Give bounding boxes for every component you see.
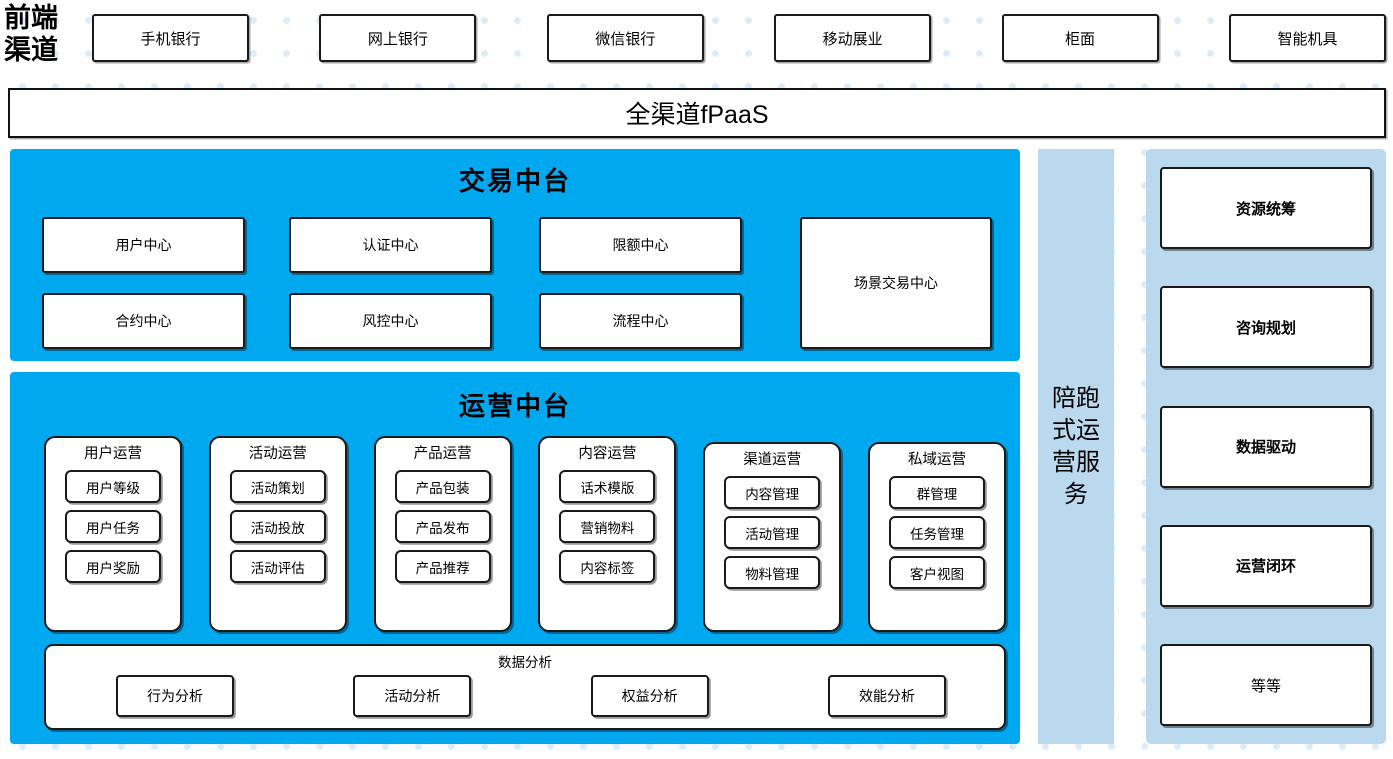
front-channel-label: 前端 渠道 xyxy=(4,2,80,66)
service-box-resource-coordination[interactable]: 资源统筹 xyxy=(1160,167,1372,249)
analysis-item-efficiency[interactable]: 效能分析 xyxy=(827,675,946,717)
ops-item-user-reward[interactable]: 用户奖励 xyxy=(65,550,161,583)
channel-box-smart-machine[interactable]: 智能机具 xyxy=(1228,14,1386,62)
ops-card-title: 用户运营 xyxy=(84,446,142,462)
data-analysis-section: 数据分析 行为分析 活动分析 权益分析 效能分析 xyxy=(44,644,1006,730)
ops-card-title: 活动运营 xyxy=(248,446,307,462)
trade-center-limit[interactable]: 限额中心 xyxy=(539,217,742,273)
front-channel-label-line2: 渠道 xyxy=(4,35,58,65)
accompany-operation-service-label: 陪跑式运营服务 xyxy=(1052,384,1100,508)
ops-item-product-recommend[interactable]: 产品推荐 xyxy=(394,550,491,583)
channel-box-wechat-bank[interactable]: 微信银行 xyxy=(546,14,704,62)
ops-card-content-operation[interactable]: 内容运营 话术模版 营销物料 内容标签 xyxy=(538,436,677,632)
service-capability-panel: 资源统筹 咨询规划 数据驱动 运营闭环 等等 xyxy=(1146,149,1386,744)
trade-center-contract[interactable]: 合约中心 xyxy=(42,293,245,349)
ops-item-activity-management[interactable]: 活动管理 xyxy=(724,516,821,549)
service-box-consulting-planning[interactable]: 咨询规划 xyxy=(1160,286,1372,369)
channel-box-mobile-bank[interactable]: 手机银行 xyxy=(92,14,249,62)
ops-platform-title: 运营中台 xyxy=(458,391,571,421)
ops-item-group-management[interactable]: 群管理 xyxy=(888,476,985,509)
analysis-item-behavior[interactable]: 行为分析 xyxy=(116,675,234,717)
ops-card-title: 渠道运营 xyxy=(743,452,802,468)
trade-center-scene-transaction[interactable]: 场景交易中心 xyxy=(800,217,992,349)
ops-item-content-tag[interactable]: 内容标签 xyxy=(559,550,656,583)
ops-card-product-operation[interactable]: 产品运营 产品包装 产品发布 产品推荐 xyxy=(373,436,512,632)
data-analysis-item-row: 行为分析 活动分析 权益分析 效能分析 xyxy=(116,675,946,717)
trade-center-user[interactable]: 用户中心 xyxy=(42,217,245,273)
trade-platform-title: 交易中台 xyxy=(458,166,571,196)
service-box-data-driven[interactable]: 数据驱动 xyxy=(1160,405,1372,488)
trade-middle-platform-panel: 交易中台 用户中心 认证中心 限额中心 合约中心 风控中心 流程中心 场景交易中… xyxy=(10,149,1020,361)
ops-item-product-packaging[interactable]: 产品包装 xyxy=(394,470,491,503)
ops-item-activity-evaluation[interactable]: 活动评估 xyxy=(229,550,326,583)
ops-item-content-management[interactable]: 内容管理 xyxy=(724,476,821,509)
ops-card-user-operation[interactable]: 用户运营 用户等级 用户任务 用户奖励 xyxy=(44,436,182,632)
front-channel-label-line1: 前端 xyxy=(4,3,58,33)
trade-center-risk-control[interactable]: 风控中心 xyxy=(289,293,492,349)
channel-box-online-bank[interactable]: 网上银行 xyxy=(319,14,477,62)
service-box-operation-closed-loop[interactable]: 运营闭环 xyxy=(1160,524,1372,607)
trade-center-auth[interactable]: 认证中心 xyxy=(289,217,492,273)
service-box-etc[interactable]: 等等 xyxy=(1160,644,1372,726)
omni-channel-fpaas-bar[interactable]: 全渠道fPaaS xyxy=(8,88,1386,138)
ops-card-title: 内容运营 xyxy=(578,446,637,462)
channel-box-counter[interactable]: 柜面 xyxy=(1001,14,1159,62)
analysis-item-rights[interactable]: 权益分析 xyxy=(590,675,709,717)
ops-card-activity-operation[interactable]: 活动运营 活动策划 活动投放 活动评估 xyxy=(208,436,347,632)
ops-item-product-release[interactable]: 产品发布 xyxy=(394,510,491,543)
ops-item-customer-view[interactable]: 客户视图 xyxy=(888,556,985,589)
ops-item-user-task[interactable]: 用户任务 xyxy=(65,510,161,543)
ops-card-private-domain-operation[interactable]: 私域运营 群管理 任务管理 客户视图 xyxy=(867,442,1006,632)
front-channel-row: 手机银行 网上银行 微信银行 移动展业 柜面 智能机具 xyxy=(92,14,1386,62)
trade-center-process[interactable]: 流程中心 xyxy=(539,293,742,349)
ops-item-activity-planning[interactable]: 活动策划 xyxy=(229,470,326,503)
analysis-item-activity[interactable]: 活动分析 xyxy=(353,675,472,717)
ops-card-title: 私域运营 xyxy=(907,452,966,468)
ops-card-title: 产品运营 xyxy=(413,446,472,462)
ops-item-script-template[interactable]: 话术模版 xyxy=(559,470,656,503)
trade-center-grid: 用户中心 认证中心 限额中心 合约中心 风控中心 流程中心 场景交易中心 xyxy=(42,217,992,349)
ops-item-user-level[interactable]: 用户等级 xyxy=(65,470,161,503)
data-analysis-title: 数据分析 xyxy=(498,655,552,670)
channel-box-mobile-business[interactable]: 移动展业 xyxy=(774,14,932,62)
ops-item-activity-delivery[interactable]: 活动投放 xyxy=(229,510,326,543)
ops-item-marketing-material[interactable]: 营销物料 xyxy=(559,510,656,543)
ops-item-task-management[interactable]: 任务管理 xyxy=(888,516,985,549)
ops-item-material-management[interactable]: 物料管理 xyxy=(724,556,821,589)
ops-card-channel-operation[interactable]: 渠道运营 内容管理 活动管理 物料管理 xyxy=(703,442,842,632)
ops-column-group: 用户运营 用户等级 用户任务 用户奖励 活动运营 活动策划 活动投放 活动评估 … xyxy=(44,436,1006,632)
operations-middle-platform-panel: 运营中台 用户运营 用户等级 用户任务 用户奖励 活动运营 活动策划 活动投放 … xyxy=(10,372,1020,744)
accompany-operation-service-strip: 陪跑式运营服务 xyxy=(1038,149,1114,744)
